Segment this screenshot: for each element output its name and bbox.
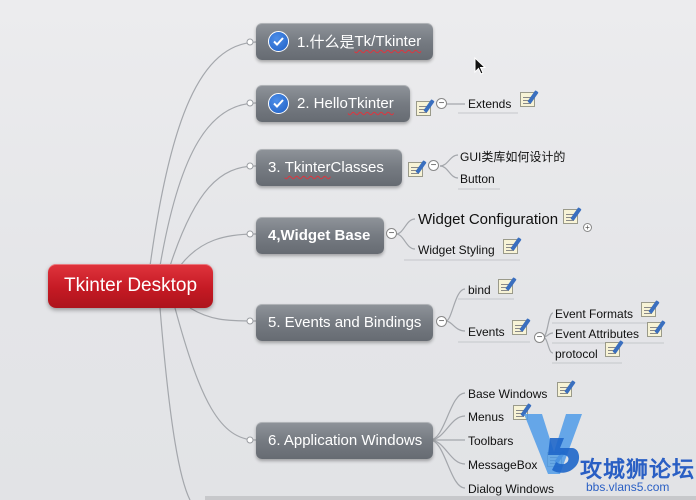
topic-label-underlined: Tkinter — [284, 159, 331, 176]
topic-label: 5. Events and Bindings — [268, 314, 422, 331]
note-icon[interactable] — [503, 239, 518, 254]
note-icon[interactable] — [408, 162, 423, 177]
note-icon[interactable] — [641, 302, 656, 317]
topic-label: 3. — [268, 159, 281, 176]
watermark-text: 攻城狮论坛 — [580, 457, 696, 482]
note-icon[interactable] — [647, 322, 662, 337]
note-icon[interactable] — [605, 342, 620, 357]
checkmark-icon — [268, 31, 289, 52]
topic-label: 4,Widget Base — [268, 227, 371, 244]
mouse-cursor-icon — [474, 57, 486, 75]
watermark-url: bbs.vlans5.com — [586, 480, 670, 494]
topic-label-underlined: Tk/Tkinter — [354, 33, 422, 50]
subtopic-event-attributes[interactable]: Event Attributes — [555, 327, 640, 341]
subtopic-event-formats[interactable]: Event Formats — [555, 307, 634, 321]
topic-label-underlined: Tkinter — [347, 95, 394, 112]
note-icon[interactable] — [513, 405, 528, 420]
topic-tkinter-classes[interactable]: 3. Tkinter Classes — [256, 149, 402, 186]
checkmark-icon — [268, 93, 289, 114]
topic-label-suffix: Classes — [330, 159, 384, 176]
subtopic-button[interactable]: Button — [460, 172, 495, 186]
subtopic-base-windows[interactable]: Base Windows — [468, 387, 548, 401]
root-topic[interactable]: Tkinter Desktop — [48, 264, 213, 308]
subtopic-gui-design[interactable]: GUI类库如何设计的 — [460, 150, 566, 164]
subtopic-events[interactable]: Events — [468, 325, 505, 339]
horizontal-scrollbar[interactable] — [205, 496, 696, 500]
topic-label: 6. Application Windows — [268, 432, 423, 449]
note-icon[interactable] — [498, 279, 513, 294]
note-icon[interactable] — [520, 92, 535, 107]
subtopic-toolbars[interactable]: Toolbars — [468, 434, 514, 448]
note-icon[interactable] — [416, 101, 431, 116]
note-icon[interactable] — [563, 209, 578, 224]
subtopic-widget-configuration[interactable]: Widget Configuration — [418, 211, 559, 228]
topic-label: 2. Hello — [297, 95, 348, 112]
watermark: 攻城狮论坛 bbs.vlans5.com — [520, 408, 696, 500]
subtopic-extends[interactable]: Extends — [468, 97, 512, 111]
collapse-toggle-icon[interactable]: − — [386, 228, 397, 239]
collapse-toggle-icon[interactable]: − — [534, 332, 545, 343]
topic-label: 1.什么是 — [297, 34, 355, 51]
subtopic-bind[interactable]: bind — [468, 283, 491, 297]
collapse-toggle-icon[interactable]: − — [428, 160, 439, 171]
topic-widget-base[interactable]: 4,Widget Base — [256, 217, 384, 254]
watermark-logo-icon — [524, 414, 582, 474]
subtopic-protocol[interactable]: protocol — [555, 347, 598, 361]
collapse-toggle-icon[interactable]: − — [436, 316, 447, 327]
subtopic-dialog-windows[interactable]: Dialog Windows — [468, 482, 555, 496]
note-icon[interactable] — [557, 382, 572, 397]
subtopic-widget-styling[interactable]: Widget Styling — [418, 243, 495, 257]
subtopic-messagebox[interactable]: MessageBox — [468, 458, 538, 472]
topic-events-and-bindings[interactable]: 5. Events and Bindings — [256, 304, 433, 341]
collapse-toggle-icon[interactable]: − — [436, 98, 447, 109]
note-icon[interactable] — [512, 320, 527, 335]
subtopic-menus[interactable]: Menus — [468, 410, 505, 424]
expand-toggle-icon[interactable]: + — [583, 223, 592, 232]
root-topic-label: Tkinter Desktop — [63, 275, 198, 296]
topic-hello-tkinter[interactable]: 2. Hello Tkinter — [256, 85, 410, 122]
topic-application-windows[interactable]: 6. Application Windows — [256, 422, 433, 459]
